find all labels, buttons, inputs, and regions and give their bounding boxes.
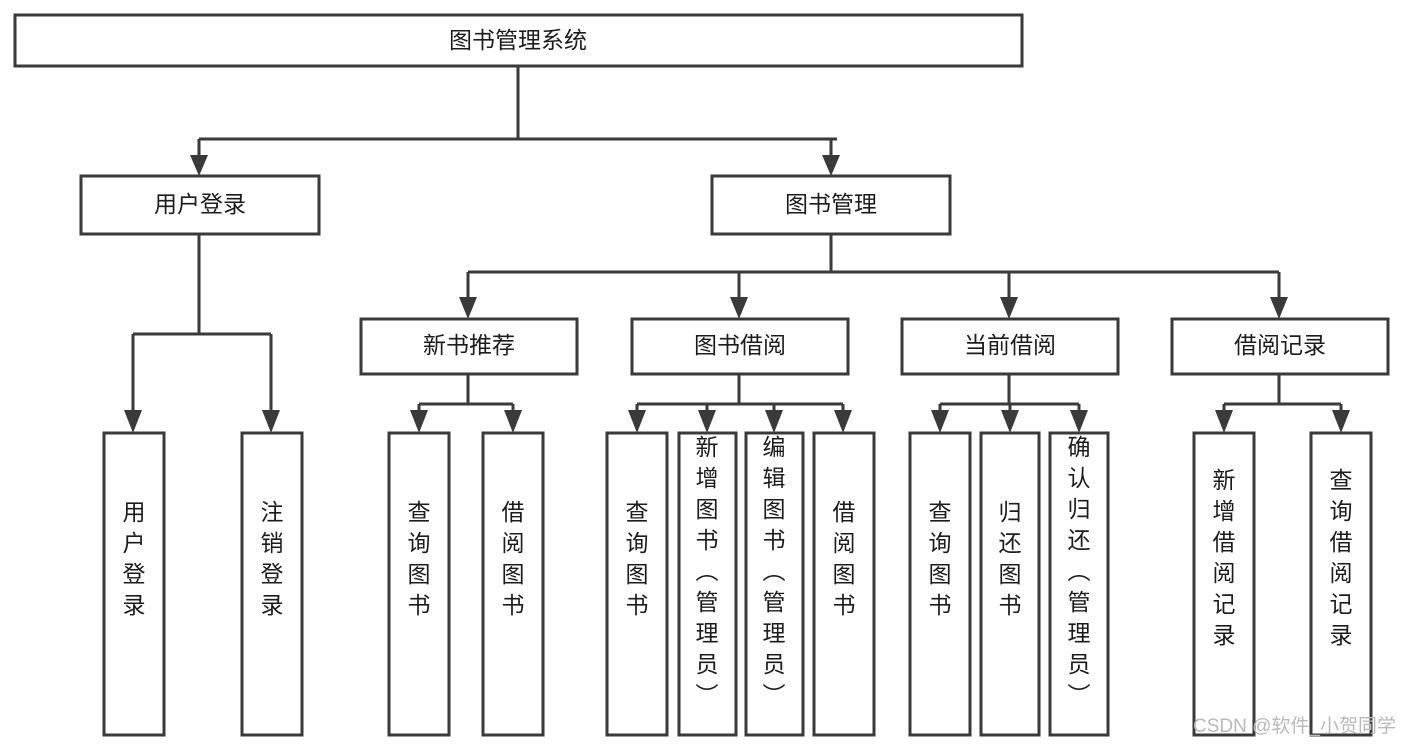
connector-group-bookmanage-to-level3 — [459, 234, 1288, 319]
node-new-book-recommend-label: 新书推荐 — [423, 332, 515, 358]
arrow-head-leaf-user-login — [124, 410, 142, 433]
connector-group-borrowrecord-to-leaves — [1215, 374, 1350, 433]
leaf-node-confirm-return-label: 确认归还︵管理员︶ — [1068, 434, 1091, 708]
arrow-head-to-new-book — [459, 297, 477, 319]
node-new-book-recommend-box[interactable] — [359, 317, 579, 376]
arrow-head-to-current-borrow — [1000, 297, 1018, 319]
arrow-head-leaf-add-record — [1215, 410, 1233, 433]
node-book-borrow[interactable]: 图书借阅 — [630, 317, 850, 376]
arrow-head-leaf-edit-book — [765, 410, 783, 433]
leaf-node-query-borrow-record[interactable]: 查询借阅记录 — [1309, 431, 1373, 737]
arrow-head-leaf-query-book-3 — [931, 410, 949, 433]
leaf-node-confirm-return-box[interactable] — [1048, 431, 1110, 737]
leaf-node-query-book-current-label: 查询图书 — [929, 499, 952, 618]
csdn-watermark: CSDN @软件_小贺同学 — [1193, 715, 1396, 737]
node-book-manage[interactable]: 图书管理 — [710, 174, 952, 236]
leaf-node-add-book-label: 新增图书︵管理员︶ — [696, 434, 719, 708]
arrow-head-leaf-borrow-book-2 — [834, 410, 852, 433]
leaf-node-edit-book-box[interactable] — [744, 431, 805, 737]
leaf-node-query-book-recommend-box[interactable] — [387, 431, 451, 737]
node-user-login[interactable]: 用户登录 — [79, 174, 321, 236]
leaf-node-borrow-book-recommend-label: 借阅图书 — [502, 499, 525, 618]
node-root-system-label: 图书管理系统 — [449, 27, 587, 53]
node-borrow-record-box[interactable] — [1170, 317, 1390, 376]
node-current-borrow-box[interactable] — [900, 317, 1120, 376]
arrow-head-to-user-login — [190, 155, 208, 176]
connector-group-newbook-to-leaves — [410, 374, 522, 433]
leaf-node-query-book-recommend-label: 查询图书 — [408, 499, 431, 618]
arrow-head-leaf-query-book-1 — [410, 410, 428, 433]
leaf-node-add-borrow-record-label: 新增借阅记录 — [1213, 467, 1236, 648]
leaf-node-user-login-label: 用户登录 — [123, 499, 146, 618]
node-root-system-box[interactable] — [13, 13, 1024, 68]
node-current-borrow[interactable]: 当前借阅 — [900, 317, 1120, 376]
leaf-node-borrow-book-recommend[interactable]: 借阅图书 — [481, 431, 545, 737]
leaf-node-add-book-box[interactable] — [677, 431, 738, 737]
node-book-manage-label: 图书管理 — [785, 191, 877, 217]
arrow-head-leaf-logout — [262, 410, 280, 433]
leaf-node-query-book-borrow[interactable]: 查询图书 — [605, 431, 669, 737]
leaf-node-user-login[interactable]: 用户登录 — [102, 431, 166, 737]
leaf-node-borrow-book-label: 借阅图书 — [833, 499, 856, 618]
arrow-head-to-borrow-record — [1270, 297, 1288, 319]
leaf-node-borrow-book-box[interactable] — [812, 431, 876, 737]
leaf-node-query-borrow-record-label: 查询借阅记录 — [1330, 467, 1353, 648]
arrow-head-to-book-borrow — [730, 297, 748, 319]
node-borrow-record[interactable]: 借阅记录 — [1170, 317, 1390, 376]
connector-group-currentborrow-to-leaves — [931, 374, 1088, 433]
leaf-node-logout-box[interactable] — [240, 431, 304, 737]
node-current-borrow-label: 当前借阅 — [964, 332, 1056, 358]
leaf-node-add-borrow-record[interactable]: 新增借阅记录 — [1192, 431, 1256, 737]
leaf-node-add-book[interactable]: 新增图书︵管理员︶ — [677, 431, 738, 737]
node-borrow-record-label: 借阅记录 — [1234, 332, 1326, 358]
leaf-node-borrow-book-recommend-box[interactable] — [481, 431, 545, 737]
node-root-system[interactable]: 图书管理系统 — [13, 13, 1024, 68]
connector-group-root-to-level2 — [190, 66, 840, 176]
leaf-node-confirm-return[interactable]: 确认归还︵管理员︶ — [1048, 431, 1110, 737]
leaf-node-query-book-recommend[interactable]: 查询图书 — [387, 431, 451, 737]
leaf-node-edit-book-label: 编辑图书︵管理员︶ — [763, 434, 786, 708]
leaf-node-user-login-box[interactable] — [102, 431, 166, 737]
connector-group-userlogin-to-leaves — [124, 234, 280, 433]
arrow-head-leaf-borrow-book-1 — [504, 410, 522, 433]
leaf-node-return-book[interactable]: 归还图书 — [979, 431, 1041, 737]
node-book-borrow-label: 图书借阅 — [694, 332, 786, 358]
arrow-head-leaf-add-book — [698, 410, 716, 433]
arrow-head-to-book-manage — [822, 155, 840, 176]
node-new-book-recommend[interactable]: 新书推荐 — [359, 317, 579, 376]
leaf-node-return-book-box[interactable] — [979, 431, 1041, 737]
arrow-head-leaf-return-book — [1001, 410, 1019, 433]
node-user-login-label: 用户登录 — [154, 191, 246, 217]
leaf-node-query-book-borrow-label: 查询图书 — [626, 499, 649, 618]
leaf-node-add-borrow-record-box[interactable] — [1192, 431, 1256, 737]
leaf-node-return-book-label: 归还图书 — [999, 499, 1022, 618]
leaf-node-logout-label: 注销登录 — [261, 499, 284, 618]
leaf-node-logout[interactable]: 注销登录 — [240, 431, 304, 737]
leaf-node-query-book-current[interactable]: 查询图书 — [908, 431, 972, 737]
leaf-node-borrow-book[interactable]: 借阅图书 — [812, 431, 876, 737]
arrow-head-leaf-confirm-return — [1070, 410, 1088, 433]
leaf-node-query-borrow-record-box[interactable] — [1309, 431, 1373, 737]
node-book-borrow-box[interactable] — [630, 317, 850, 376]
leaf-node-query-book-borrow-box[interactable] — [605, 431, 669, 737]
arrow-head-leaf-query-record — [1332, 410, 1350, 433]
node-book-manage-box[interactable] — [710, 174, 952, 236]
leaf-node-edit-book[interactable]: 编辑图书︵管理员︶ — [744, 431, 805, 737]
leaf-node-query-book-current-box[interactable] — [908, 431, 972, 737]
node-user-login-box[interactable] — [79, 174, 321, 236]
arrow-head-leaf-query-book-2 — [628, 410, 646, 433]
connector-group-bookborrow-to-leaves — [628, 374, 852, 433]
